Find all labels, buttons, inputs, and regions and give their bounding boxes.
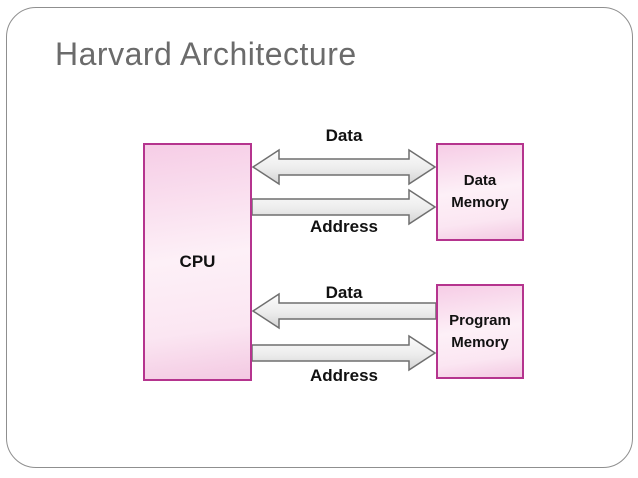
right-arrow-shape	[252, 334, 436, 372]
left-arrow-shape	[252, 292, 436, 330]
slide-title: Harvard Architecture	[55, 36, 357, 72]
program-memory-label-line2: Memory	[451, 333, 509, 351]
data-bus-arrow-bidirectional	[252, 148, 436, 186]
data-bus-arrow-from-program-memory	[252, 292, 436, 330]
data-memory-label-line2: Memory	[451, 194, 509, 211]
address-bus-arrow-to-data-memory	[252, 188, 436, 226]
data-bus-label-top: Data	[325, 126, 363, 145]
slide-frame	[6, 7, 633, 468]
address-bus-arrow-to-program-memory	[252, 334, 436, 372]
program-memory-label-line1: Program	[449, 311, 511, 329]
data-bus-label-bottom: Data	[325, 283, 363, 302]
address-bus-label-bottom: Address	[309, 366, 379, 385]
cpu-box: CPU	[143, 143, 252, 381]
program-memory-box: Program Memory	[436, 284, 524, 379]
right-arrow-shape	[252, 188, 436, 226]
address-bus-label-top: Address	[309, 217, 379, 236]
data-memory-box: Data Memory	[436, 143, 524, 241]
data-memory-label-line1: Data	[463, 172, 497, 189]
bidirectional-arrow-shape	[252, 148, 436, 186]
cpu-label: CPU	[179, 251, 216, 271]
